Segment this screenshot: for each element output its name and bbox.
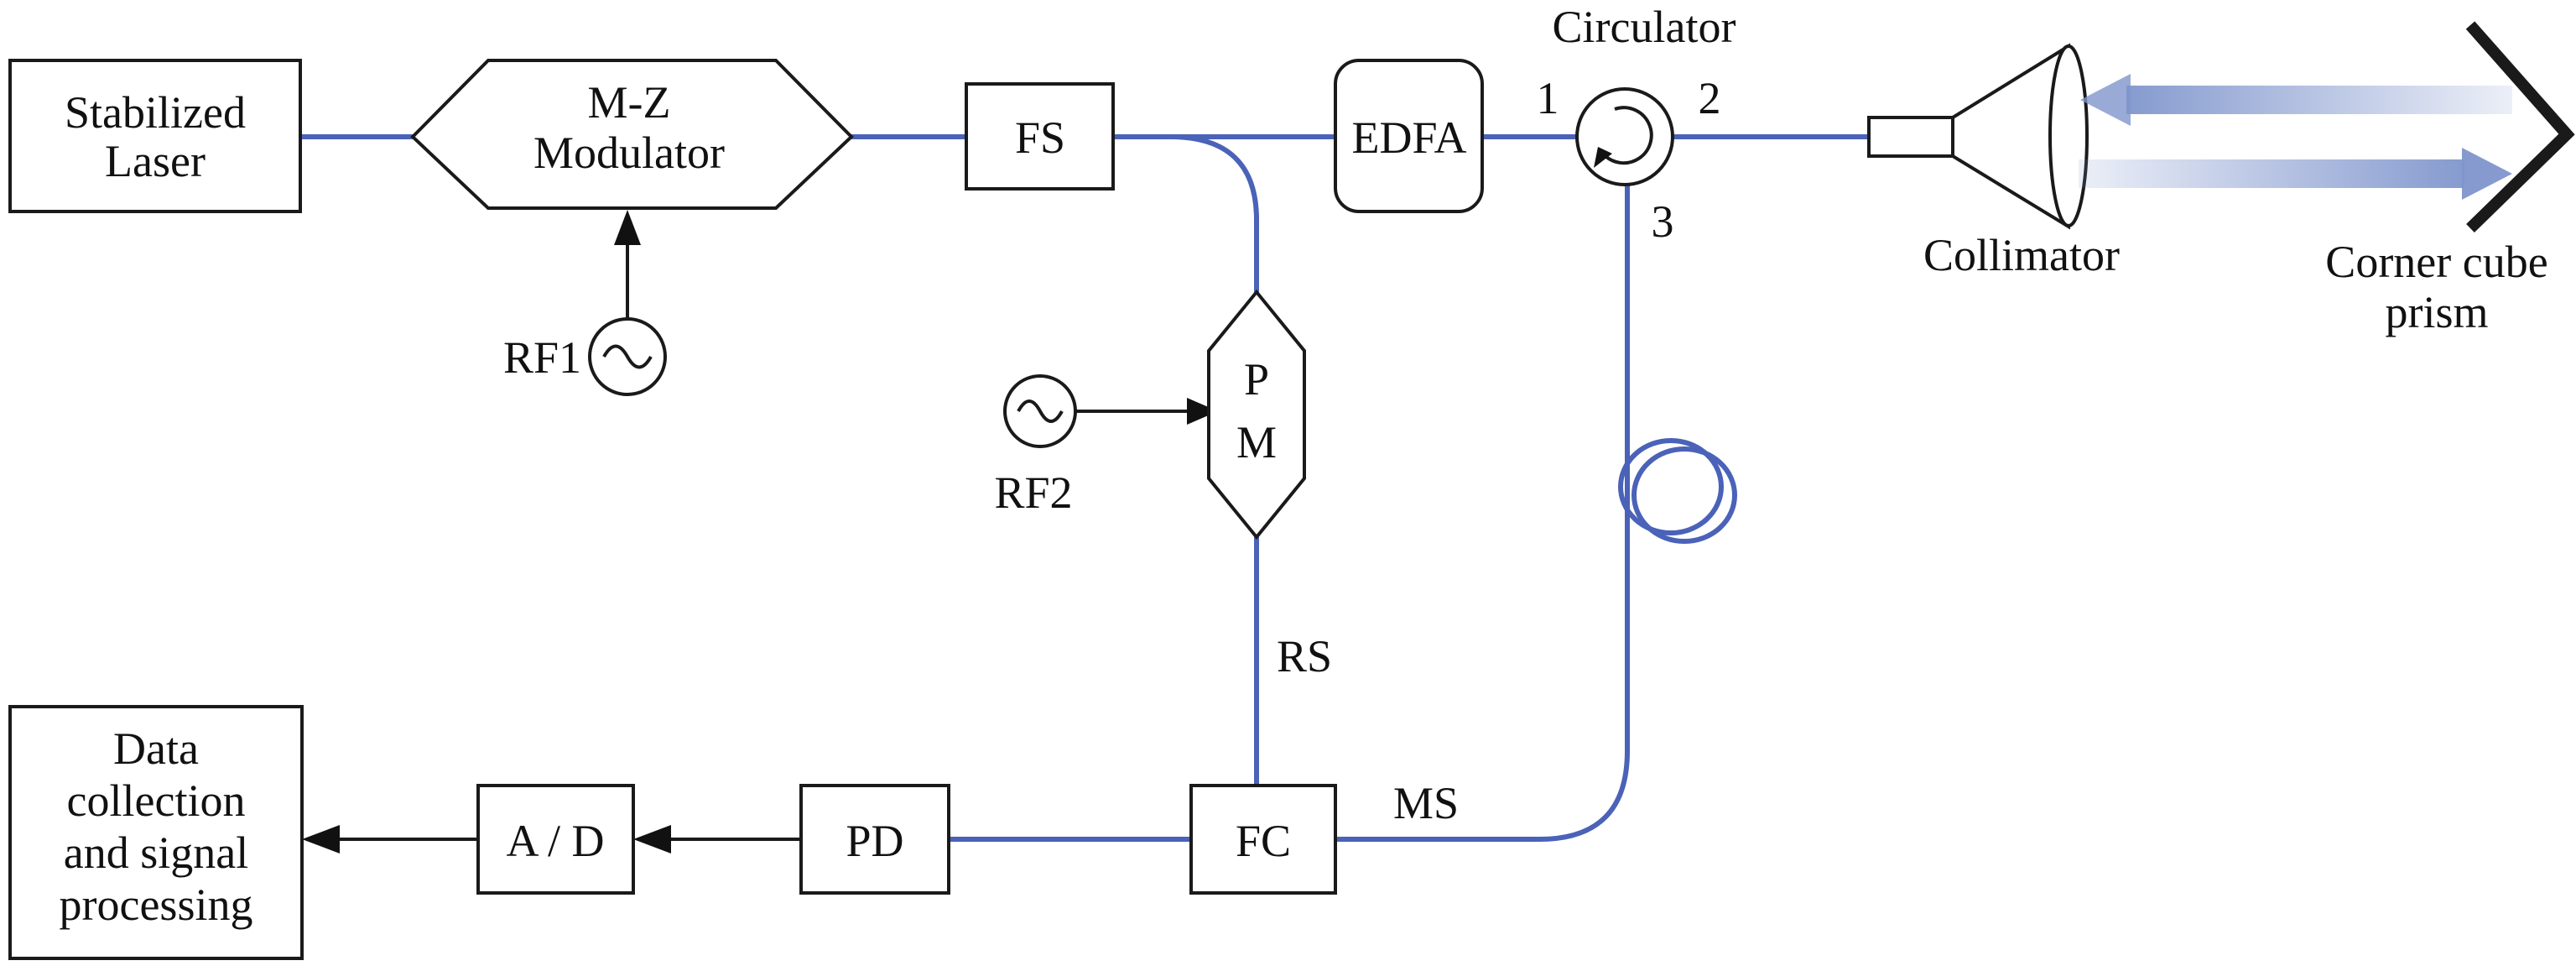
data-collection-label-4: processing (60, 880, 253, 930)
collimator-stem (1867, 116, 1954, 158)
fs-block: FS (965, 82, 1115, 191)
outgoing-beam (2079, 159, 2464, 188)
circulator-rotation-icon (1601, 106, 1653, 165)
outgoing-beam-arrowhead-icon (2462, 148, 2512, 200)
data-collection-label-2: collection (67, 775, 246, 826)
signal-wires (302, 210, 1218, 854)
fc-block: FC (1189, 784, 1337, 895)
data-collection-label-1: Data (113, 723, 199, 774)
stabilized-laser-label-1: Stabilized (65, 87, 246, 138)
corner-cube-prism: Corner cube prism (2325, 21, 2575, 337)
return-beam-arrowhead-icon (2080, 74, 2131, 126)
ad-block: A / D (476, 784, 635, 895)
collimator-block: Collimator (1867, 43, 2120, 280)
return-beam (2126, 86, 2512, 114)
fs-label: FS (1015, 112, 1065, 163)
pm-block: P M (1207, 289, 1306, 540)
mz-modulator-label-2: Modulator (533, 128, 725, 178)
collimator-label: Collimator (1923, 230, 2120, 280)
rf1-sine-wave-icon (602, 344, 653, 369)
fc-label: FC (1236, 816, 1291, 866)
arrowhead-ad-data (302, 825, 340, 854)
fiber-splitter-to-pm (1169, 134, 1259, 292)
stabilized-laser-label-2: Laser (105, 136, 206, 186)
free-space-beams (2079, 74, 2512, 200)
corner-cube-icon (2465, 21, 2575, 233)
arrowhead-rf1-mz (614, 210, 641, 245)
corner-cube-label-1: Corner cube (2325, 237, 2547, 287)
rf1-label: RF1 (503, 332, 581, 383)
edfa-block: EDFA (1334, 59, 1484, 213)
pd-label: PD (846, 816, 903, 866)
circulator-port-2: 2 (1699, 73, 1721, 123)
rf1-source: RF1 (503, 317, 667, 396)
circulator-port-1: 1 (1537, 73, 1559, 123)
arrowhead-pd-ad (633, 825, 671, 854)
pm-label-1: P (1244, 354, 1269, 405)
circulator-label: Circulator (1553, 2, 1736, 52)
circulator-block: Circulator 1 2 3 (1537, 2, 1736, 247)
ms-label: MS (1393, 778, 1459, 828)
circulator-port-3: 3 (1652, 196, 1674, 247)
rf2-sine-wave-icon (1017, 399, 1064, 423)
ad-label: A / D (506, 816, 604, 866)
rf2-label: RF2 (994, 467, 1072, 518)
mz-modulator-label-1: M-Z (588, 77, 671, 128)
rs-label: RS (1277, 631, 1332, 681)
fiber-delay-coil (1618, 438, 1737, 544)
circulator-icon (1575, 87, 1674, 186)
pm-label-2: M (1236, 417, 1277, 467)
fiber-paths (300, 134, 1869, 842)
edfa-label: EDFA (1351, 112, 1466, 163)
circulator-arrowhead-icon (1594, 147, 1612, 168)
fiber-circulator-port3-down (1335, 183, 1630, 842)
data-collection-block: Data collection and signal processing (8, 705, 304, 960)
data-collection-label-3: and signal (64, 827, 248, 878)
corner-cube-label-2: prism (2385, 287, 2488, 337)
rf2-source: RF2 (994, 374, 1077, 518)
mz-modulator-block: M-Z Modulator (410, 59, 854, 210)
collimator-lens (2048, 44, 2089, 227)
arrowhead-rf2-pm (1187, 398, 1218, 425)
pd-block: PD (799, 784, 950, 895)
stabilized-laser-block: Stabilized Laser (8, 59, 302, 213)
